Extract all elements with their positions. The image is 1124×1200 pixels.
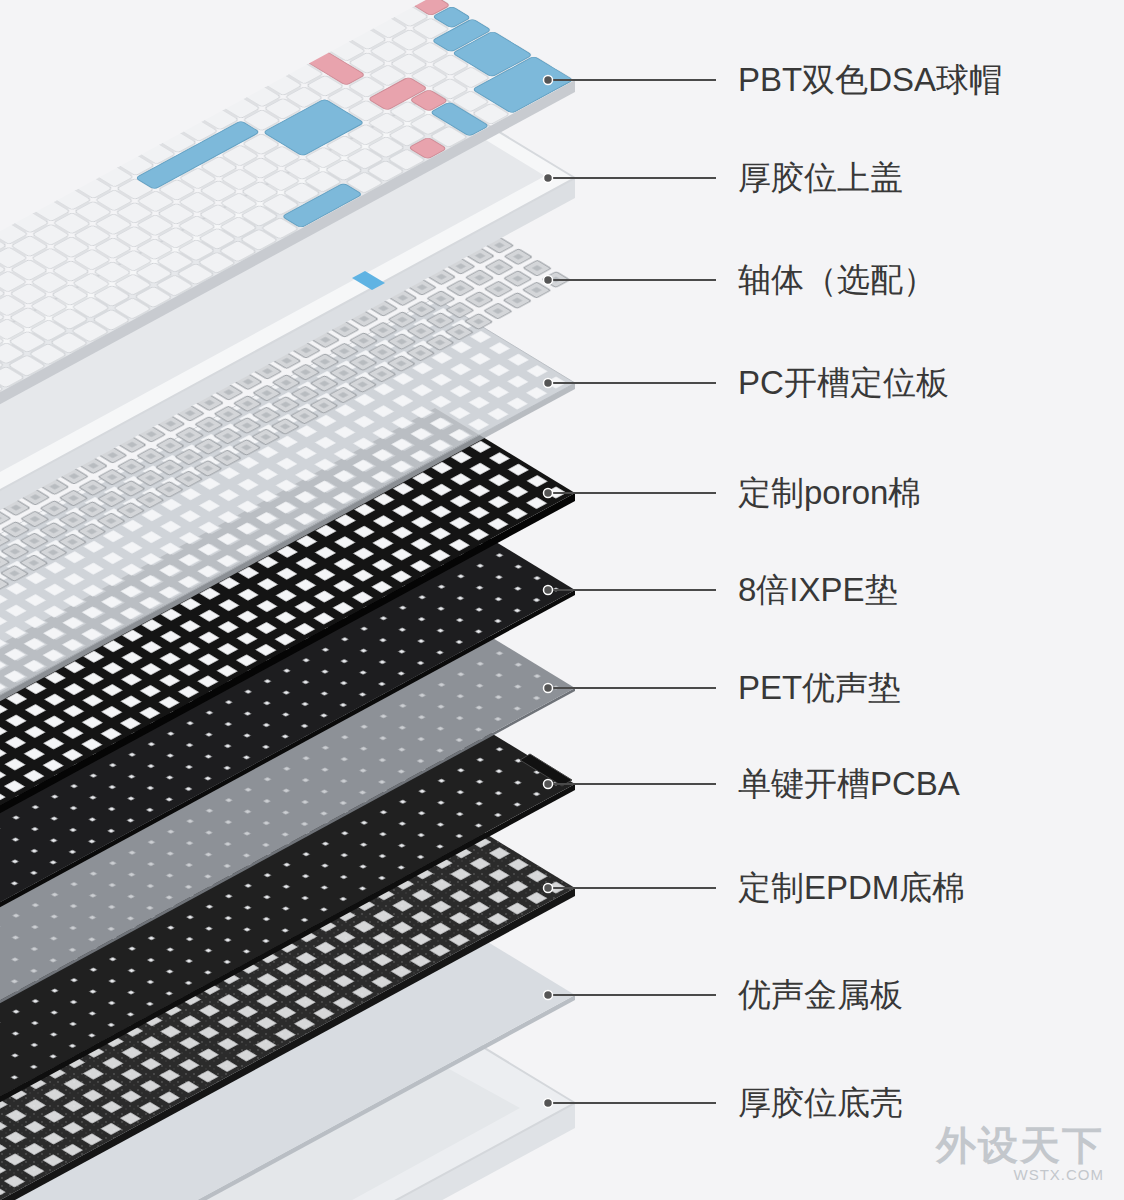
part-label: PET优声垫 [738, 668, 901, 708]
part-label: 厚胶位底壳 [738, 1083, 903, 1123]
part-label: 定制EPDM底棉 [738, 868, 965, 908]
part-label: 厚胶位上盖 [738, 158, 903, 198]
part-label: PBT双色DSA球帽 [738, 60, 1002, 100]
part-label: 定制poron棉 [738, 473, 921, 513]
part-label: 优声金属板 [738, 975, 903, 1015]
part-label: 单键开槽PCBA [738, 764, 960, 804]
part-label: 轴体（选配） [738, 260, 936, 300]
watermark: WSTX.COM [1014, 1166, 1105, 1183]
part-label: PC开槽定位板 [738, 363, 949, 403]
part-label: 8倍IXPE垫 [738, 570, 898, 610]
watermark: 外设天下 [936, 1118, 1104, 1173]
